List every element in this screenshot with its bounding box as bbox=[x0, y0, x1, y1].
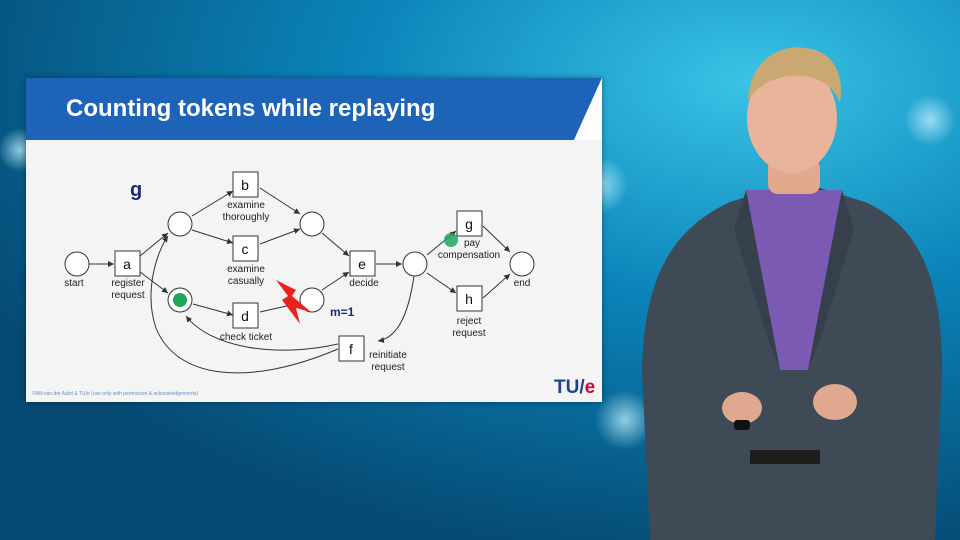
transition-a bbox=[114, 250, 141, 277]
tue-logo: TU/e bbox=[554, 377, 595, 399]
logo-e: e bbox=[584, 377, 596, 398]
transition-b-id: b bbox=[241, 177, 249, 193]
place-p4 bbox=[299, 287, 325, 313]
transition-a-id: a bbox=[123, 256, 131, 272]
transition-c-label-2: casually bbox=[228, 276, 264, 287]
transition-h bbox=[456, 285, 483, 312]
place-end-label: end bbox=[514, 278, 531, 289]
slide: Counting tokens while replaying bbox=[26, 78, 602, 402]
transition-c bbox=[232, 235, 259, 262]
transition-e-id: e bbox=[358, 256, 366, 272]
place-p5 bbox=[402, 251, 428, 277]
transition-a-label-2: request bbox=[111, 290, 145, 301]
transition-d-id: d bbox=[241, 308, 249, 324]
missing-token-label: m=1 bbox=[330, 305, 355, 319]
token-p2 bbox=[173, 293, 187, 307]
transition-e bbox=[349, 250, 376, 277]
place-start bbox=[64, 251, 90, 277]
lightning-icon bbox=[276, 280, 311, 324]
transition-h-label-2: request bbox=[452, 328, 486, 339]
transition-e-label-1: decide bbox=[349, 278, 379, 289]
transition-g bbox=[456, 210, 483, 237]
presenter-figure bbox=[642, 47, 942, 540]
slide-title: Counting tokens while replaying bbox=[66, 95, 436, 122]
transition-h-id: h bbox=[465, 291, 473, 307]
transition-g-id: g bbox=[465, 216, 473, 232]
transition-b-label-1: examine bbox=[227, 200, 265, 211]
transition-h-label-1: reject bbox=[457, 316, 482, 327]
transition-f bbox=[338, 335, 365, 362]
logo-main: TU/ bbox=[554, 377, 585, 398]
transition-f-id: f bbox=[349, 341, 353, 357]
title-bar bbox=[26, 78, 602, 140]
place-p3 bbox=[299, 211, 325, 237]
transition-c-id: c bbox=[242, 241, 249, 257]
copyright-note: ©Wil van der Aalst & TU/e (use only with… bbox=[32, 391, 198, 397]
transition-a-label-1: register bbox=[111, 278, 145, 289]
trace-label: g bbox=[130, 179, 142, 201]
petri-net-diagram: a b c d e f g h start register request e… bbox=[64, 171, 535, 374]
place-end bbox=[509, 251, 535, 277]
transition-b-label-2: thoroughly bbox=[223, 212, 270, 223]
place-start-label: start bbox=[64, 278, 84, 289]
transition-d-label-1: check ticket bbox=[220, 332, 272, 343]
transition-b bbox=[232, 171, 259, 198]
transition-c-label-1: examine bbox=[227, 264, 265, 275]
transition-g-label-1: pay bbox=[464, 238, 480, 249]
transition-g-label-2: compensation bbox=[438, 250, 500, 261]
transition-f-label-2: request bbox=[371, 362, 405, 373]
transition-f-label-1: reinitiate bbox=[369, 350, 407, 361]
place-p1 bbox=[167, 211, 193, 237]
token-g-moving bbox=[444, 233, 458, 247]
transition-d bbox=[232, 302, 259, 329]
